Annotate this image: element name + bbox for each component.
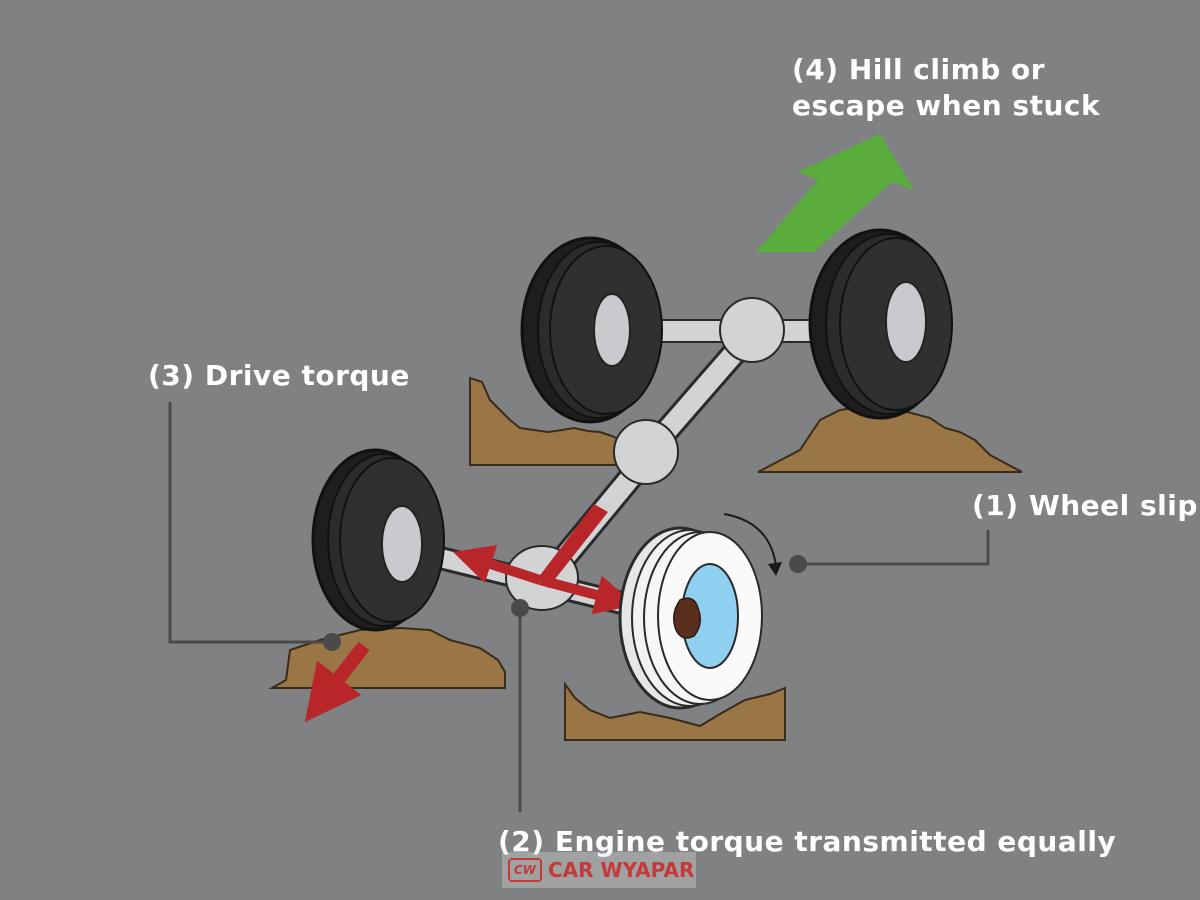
torque-arrow-right	[538, 575, 636, 615]
watermark-text: CAR WYAPAR	[548, 858, 694, 882]
leader-drive-torque	[168, 402, 332, 644]
watermark-brand-car: CAR	[548, 858, 601, 882]
rotation-arrow-icon	[723, 513, 782, 576]
rear-differential	[719, 297, 785, 363]
dirt-mound-rear-left	[469, 376, 621, 466]
watermark-logo-icon: CW	[508, 858, 542, 882]
leader-lines	[168, 402, 990, 812]
rear-left-wheel	[520, 236, 663, 424]
slipping-front-right-wheel	[618, 526, 763, 710]
label-engine-torque: (2) Engine torque transmitted equally	[498, 825, 1117, 858]
rear-right-wheel	[808, 228, 953, 420]
torque-arrow-down	[538, 504, 608, 588]
center-differential	[613, 419, 679, 485]
label-hill-climb-line2: escape when stuck	[792, 89, 1101, 122]
dirt-mound-front-left	[268, 626, 506, 689]
label-wheel-slip: (1) Wheel slip	[972, 489, 1198, 522]
torque-arrows	[304, 504, 636, 723]
watermark: CW CAR WYAPAR	[502, 852, 696, 888]
dirt-mound-rear-right	[757, 404, 1023, 473]
label-hill-climb: (4) Hill climb or escape when stuck	[792, 52, 1100, 124]
dirt-mound-front-right	[564, 680, 786, 741]
label-hill-climb-line1: (4) Hill climb or	[792, 53, 1046, 86]
torque-arrow-left	[452, 545, 542, 585]
watermark-brand-wyapar: WYAPAR	[600, 858, 695, 882]
leader-wheel-slip	[798, 530, 990, 566]
label-drive-torque: (3) Drive torque	[148, 359, 410, 392]
front-left-wheel	[311, 448, 445, 632]
climb-arrow-icon	[756, 134, 914, 252]
drive-torque-arrow	[304, 641, 370, 723]
mud-splatter-icon	[673, 597, 701, 639]
